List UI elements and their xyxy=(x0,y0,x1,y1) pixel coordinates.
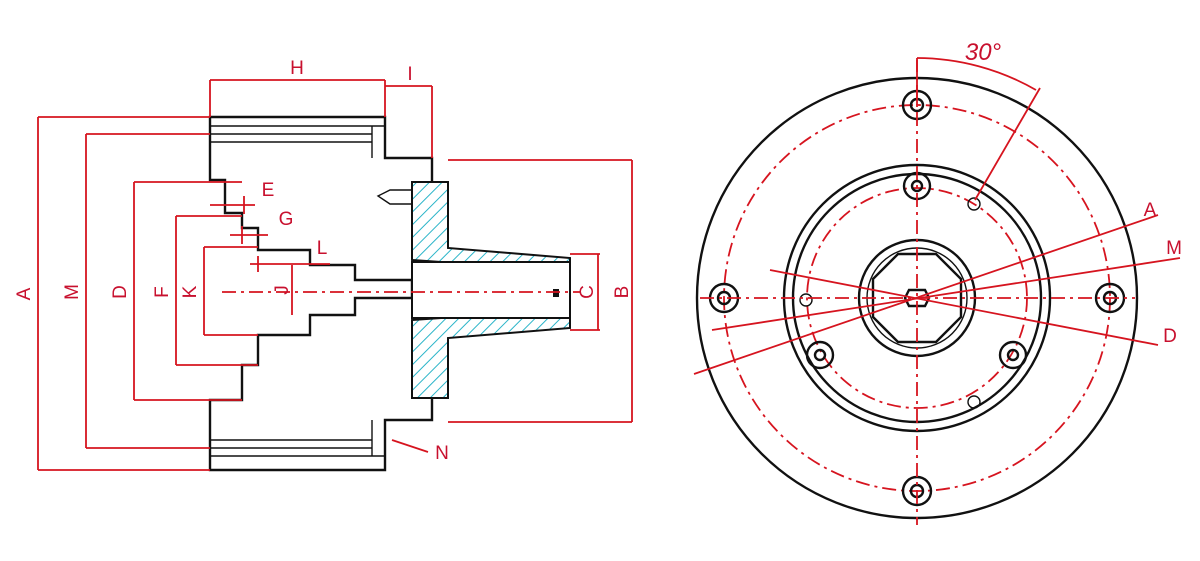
dim-C: C xyxy=(570,253,600,331)
angle-label: 30° xyxy=(965,39,1002,66)
dim-D: D xyxy=(110,181,242,401)
dim-N: N xyxy=(391,439,449,464)
label-M: M xyxy=(62,284,83,300)
bottom-jaw-grooves xyxy=(210,420,385,457)
plate-bore xyxy=(411,261,571,319)
front-label-M: M xyxy=(1166,238,1182,259)
dim-G: G xyxy=(230,209,293,244)
label-B: B xyxy=(612,286,633,299)
center-hex-icon xyxy=(903,288,931,308)
dim-K: K xyxy=(180,246,258,336)
front-label-D: D xyxy=(1163,326,1177,347)
label-N: N xyxy=(435,443,449,464)
front-label-A: A xyxy=(1144,200,1157,221)
label-H: H xyxy=(290,58,304,79)
label-K: K xyxy=(180,285,201,298)
bore-stop xyxy=(553,289,559,297)
diameter-leaders xyxy=(693,214,1181,375)
dim-L: L xyxy=(250,238,330,272)
dim-A: A xyxy=(14,116,210,471)
side-view: A M D F K xyxy=(14,58,633,472)
label-A: A xyxy=(14,287,35,300)
inner-holes xyxy=(799,171,1028,409)
dim-J: J xyxy=(272,265,293,315)
dim-M: M xyxy=(62,133,210,449)
top-jaw-grooves xyxy=(210,125,385,158)
dim-I: I xyxy=(385,64,433,158)
hub-octagon xyxy=(871,252,963,344)
angle-30: 30° xyxy=(916,39,1041,201)
label-C: C xyxy=(577,285,598,299)
chuck-body-outline xyxy=(208,115,434,472)
dim-F: F xyxy=(152,215,258,366)
dim-H: H xyxy=(209,58,386,117)
front-view: 30° A M D xyxy=(693,39,1182,525)
label-I: I xyxy=(407,64,412,85)
dim-E: E xyxy=(210,180,274,214)
label-D: D xyxy=(110,285,131,299)
label-J: J xyxy=(272,285,293,295)
label-L: L xyxy=(317,238,328,259)
label-E: E xyxy=(262,180,275,201)
label-G: G xyxy=(279,209,294,230)
dim-B: B xyxy=(448,159,633,423)
label-F: F xyxy=(152,286,173,298)
